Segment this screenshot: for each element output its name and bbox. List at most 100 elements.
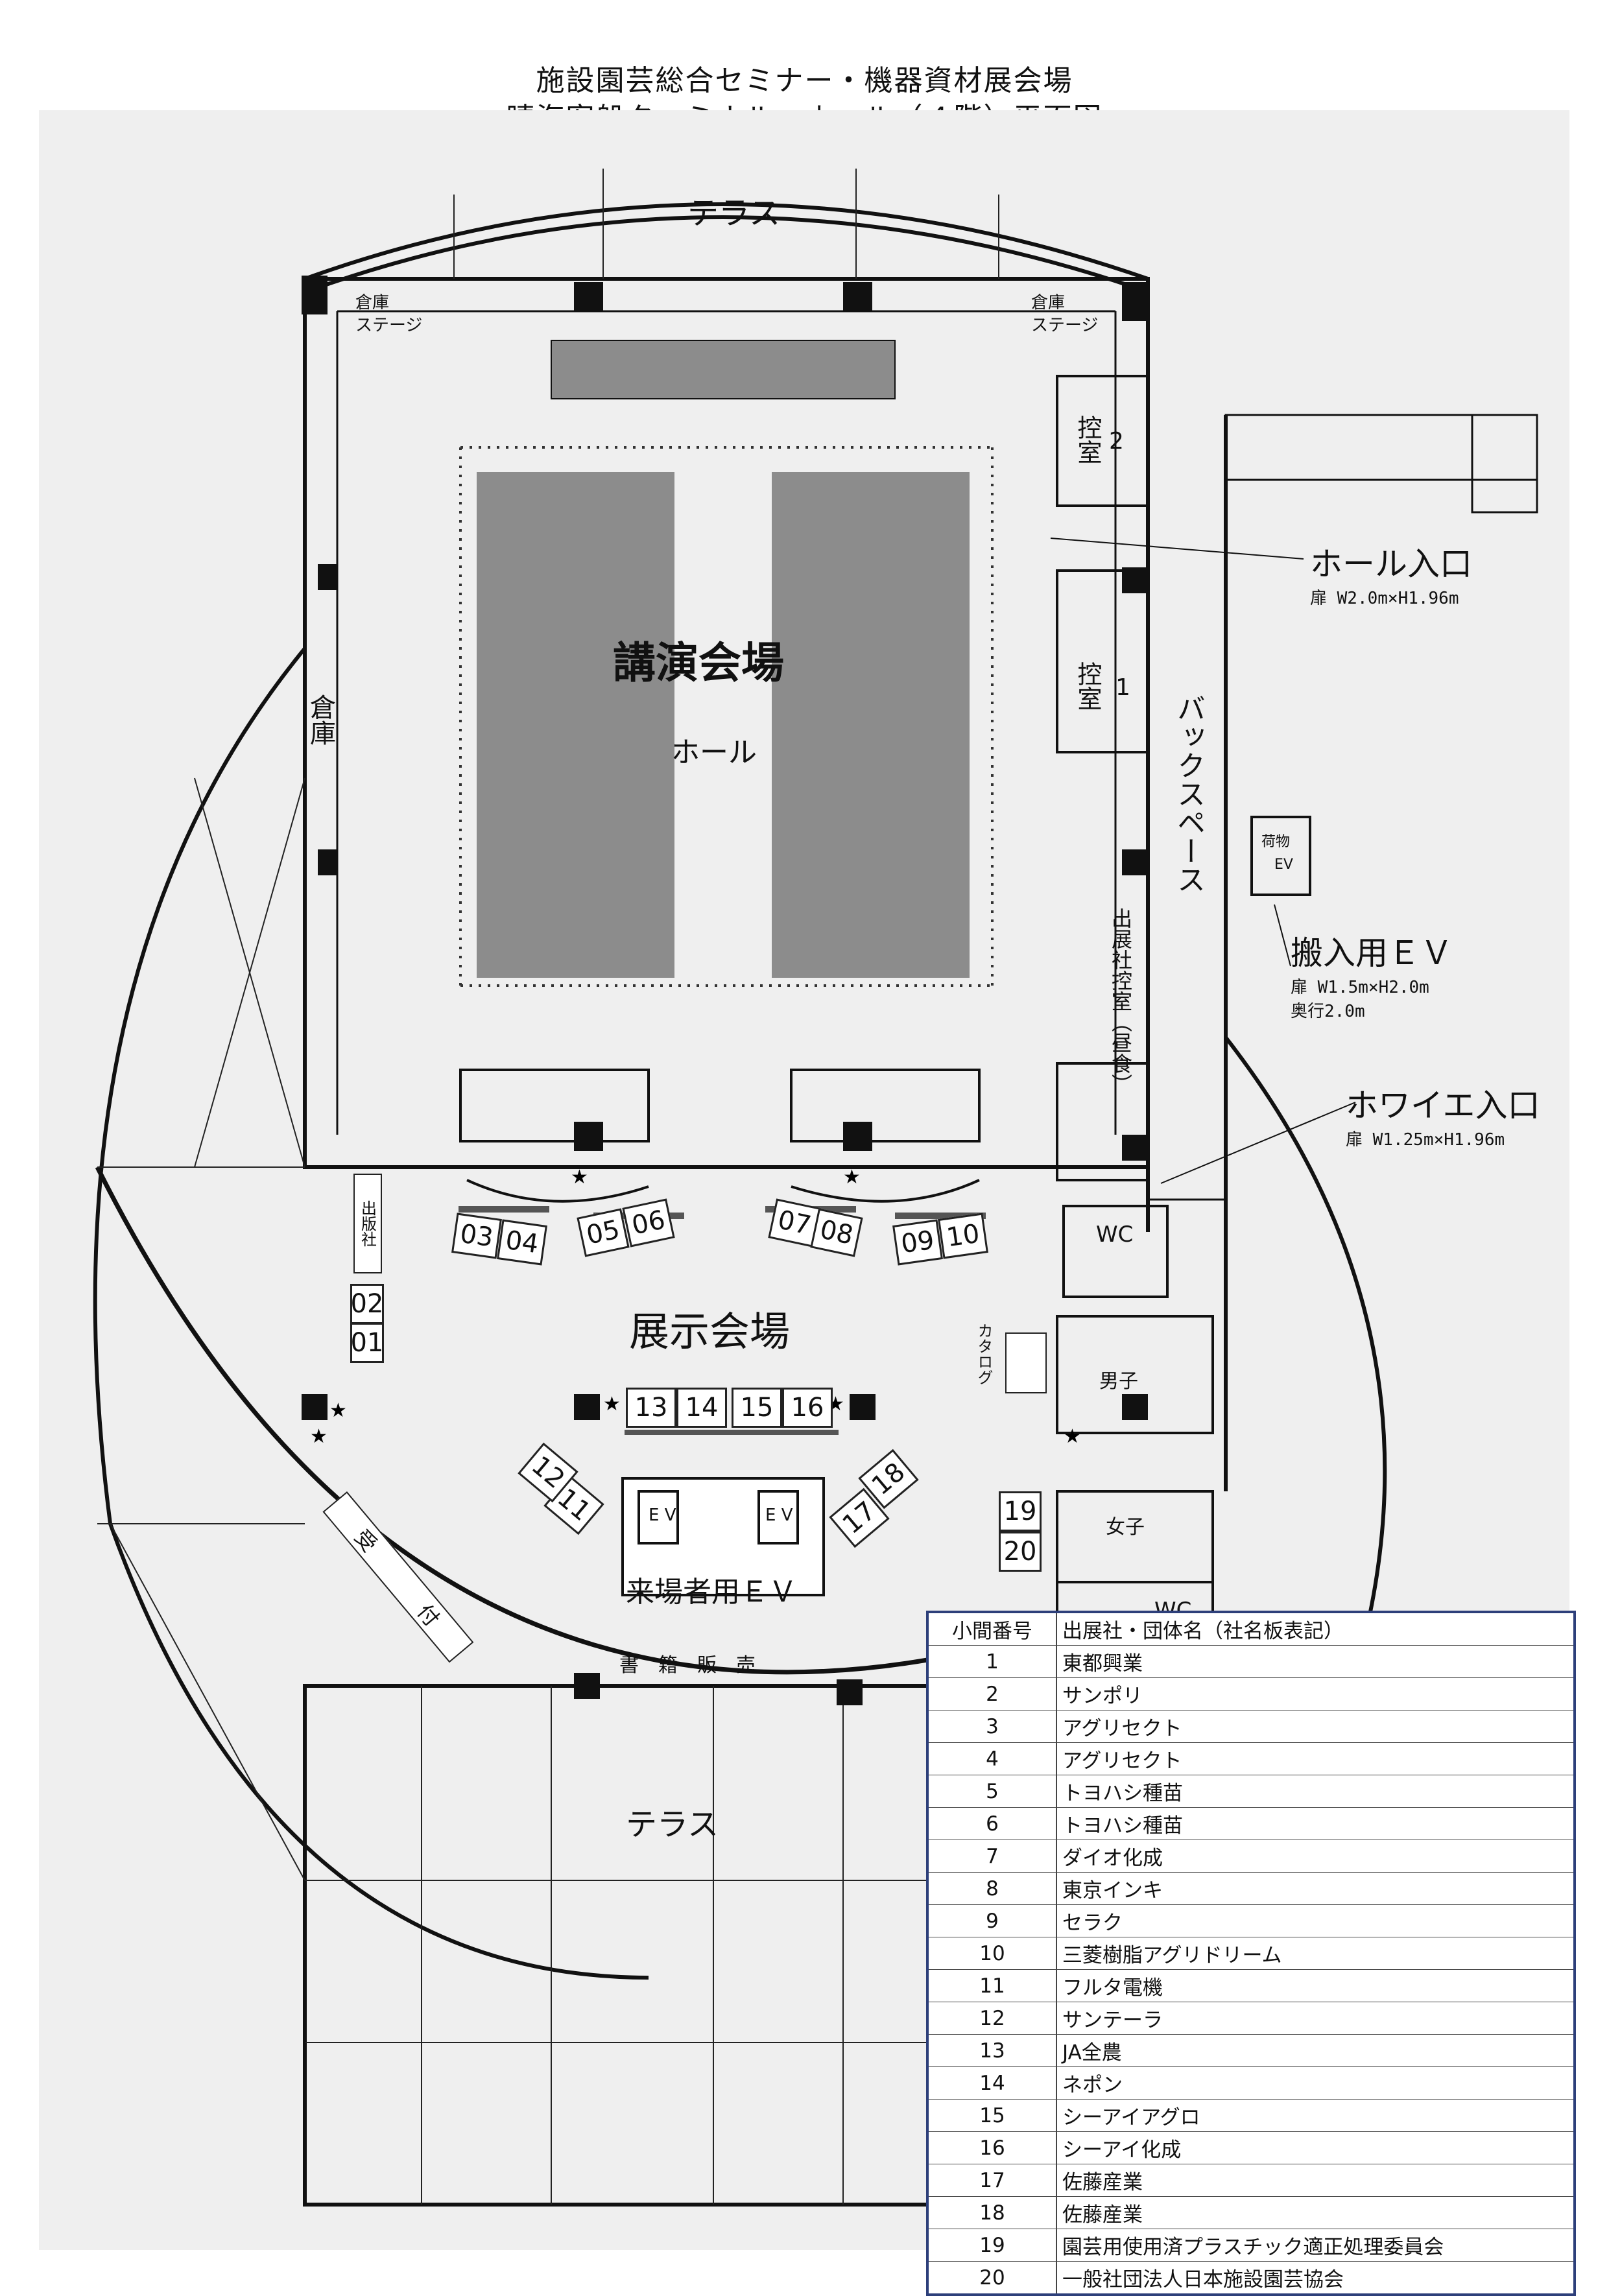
legend-header-number: 小間番号: [927, 1612, 1057, 1646]
legend-number: 19: [927, 2229, 1057, 2262]
women-label: 女子: [1106, 1516, 1145, 1539]
wc-top-label: WC: [1096, 1222, 1133, 1248]
svg-text:★: ★: [571, 1166, 588, 1189]
waiting-room-1-label: 控室: [1070, 661, 1106, 711]
storage-left-label: 倉庫: [305, 694, 335, 746]
legend-number: 3: [927, 1710, 1057, 1743]
waiting-room-2-label: 控室: [1070, 415, 1106, 464]
booth-10: 10: [938, 1213, 988, 1259]
loading-ev-detail-2: 奥行2.0m: [1291, 1002, 1365, 1021]
booth-04: 04: [497, 1219, 547, 1266]
lecture-hall-label: 講演会場: [613, 638, 784, 688]
booth-20: 20: [999, 1532, 1042, 1572]
back-space-label: バックスペース: [1172, 694, 1205, 894]
publisher-booth: 出版社: [353, 1174, 382, 1273]
legend-exhibitor-name: 一般社団法人日本施設園芸協会: [1056, 2261, 1575, 2295]
legend-number: 9: [927, 1904, 1057, 1937]
freight-ev-label-1: 荷物: [1261, 834, 1290, 850]
legend-number: 10: [927, 1937, 1057, 1970]
waiting-room-2-ch2: 室: [1073, 440, 1102, 464]
legend-number: 13: [927, 2034, 1057, 2067]
booth-15: 15: [732, 1388, 782, 1428]
legend-number: 5: [927, 1775, 1057, 1808]
legend-exhibitor-name: 東都興業: [1056, 1645, 1575, 1678]
legend-exhibitor-name: サンポリ: [1056, 1677, 1575, 1710]
map-title: 施設園芸総合セミナー・機器資材展会場: [536, 64, 1073, 97]
legend-exhibitor-name: アグリセクト: [1056, 1710, 1575, 1743]
legend-exhibitor-name: 佐藤産業: [1056, 2164, 1575, 2197]
legend-exhibitor-name: 園芸用使用済プラスチック適正処理委員会: [1056, 2229, 1575, 2262]
legend-exhibitor-name: トヨハシ種苗: [1056, 1775, 1575, 1808]
waiting-room-2-number: 2: [1109, 428, 1124, 455]
legend-exhibitor-name: 東京インキ: [1056, 1872, 1575, 1905]
legend-exhibitor-name: フルタ電機: [1056, 1969, 1575, 2002]
bookstore-label: 書 籍 販 売: [619, 1654, 756, 1677]
visitor-elevators: [621, 1477, 825, 1596]
stage-left-1: ステージ: [355, 316, 422, 335]
legend-exhibitor-name: セラク: [1056, 1904, 1575, 1937]
hall-entrance-callout: ホール入口 扉 W2.0m×H1.96m: [1310, 538, 1472, 609]
callout-leaders: [1050, 538, 1356, 1184]
exhibitor-room-label: 出展社控室（昼食）: [1108, 908, 1133, 1095]
foyer-entrance-detail: 扉 W1.25m×H1.96m: [1346, 1130, 1505, 1150]
hall-entrance-detail: 扉 W2.0m×H1.96m: [1310, 589, 1459, 608]
svg-text:★: ★: [1064, 1425, 1081, 1448]
storage-right-1: 倉庫: [1031, 293, 1065, 313]
loading-ev-detail-1: 扉 W1.5m×H2.0m: [1291, 978, 1429, 997]
legend-exhibitor-name: ダイオ化成: [1056, 1840, 1575, 1873]
legend-exhibitor-name: 佐藤産業: [1056, 2196, 1575, 2229]
legend-number: 8: [927, 1872, 1057, 1905]
legend-exhibitor-name: アグリセクト: [1056, 1742, 1575, 1775]
freight-ev-label-2: EV: [1274, 857, 1293, 873]
terrace-grid: [97, 169, 999, 2205]
ev-mark-right: E V: [765, 1506, 793, 1525]
side-rooms: [459, 375, 1311, 1635]
legend-number: 2: [927, 1677, 1057, 1710]
booth-09: 09: [892, 1219, 943, 1266]
exhibition-hall-label: 展示会場: [629, 1308, 790, 1355]
ev-mark-left: E V: [649, 1506, 676, 1525]
booth-14: 14: [676, 1388, 727, 1428]
foyer-entrance-callout: ホワイエ入口 扉 W1.25m×H1.96m: [1346, 1080, 1540, 1150]
legend-exhibitor-name: シーアイ化成: [1056, 2131, 1575, 2164]
legend-number: 14: [927, 2066, 1057, 2100]
foyer-entrance-label: ホワイエ入口: [1346, 1087, 1540, 1124]
legend-exhibitor-name: JA全農: [1056, 2034, 1575, 2067]
legend-number: 18: [927, 2196, 1057, 2229]
stage-right-1: ステージ: [1031, 316, 1098, 335]
svg-text:★: ★: [843, 1166, 861, 1189]
legend-exhibitor-name: サンテーラ: [1056, 2002, 1575, 2035]
visitor-ev-label: 来場者用ＥＶ: [626, 1576, 797, 1609]
waiting-room-1-number: 1: [1115, 674, 1130, 701]
legend-number: 4: [927, 1742, 1057, 1775]
pillars: [302, 276, 1148, 1705]
hall-label: ホール: [671, 736, 757, 769]
seating-block-left: [477, 472, 674, 978]
booth-03: 03: [451, 1213, 502, 1259]
legend-number: 20: [927, 2261, 1057, 2295]
legend-number: 11: [927, 1969, 1057, 2002]
curtain-lines: [459, 446, 994, 987]
storage-left-1: 倉庫: [355, 293, 389, 313]
stage: [551, 340, 896, 399]
catalog-label: カタログ: [975, 1323, 993, 1385]
legend-number: 16: [927, 2131, 1057, 2164]
booth-13: 13: [626, 1388, 676, 1428]
loading-ev-label: 搬入用ＥＶ: [1291, 934, 1453, 972]
